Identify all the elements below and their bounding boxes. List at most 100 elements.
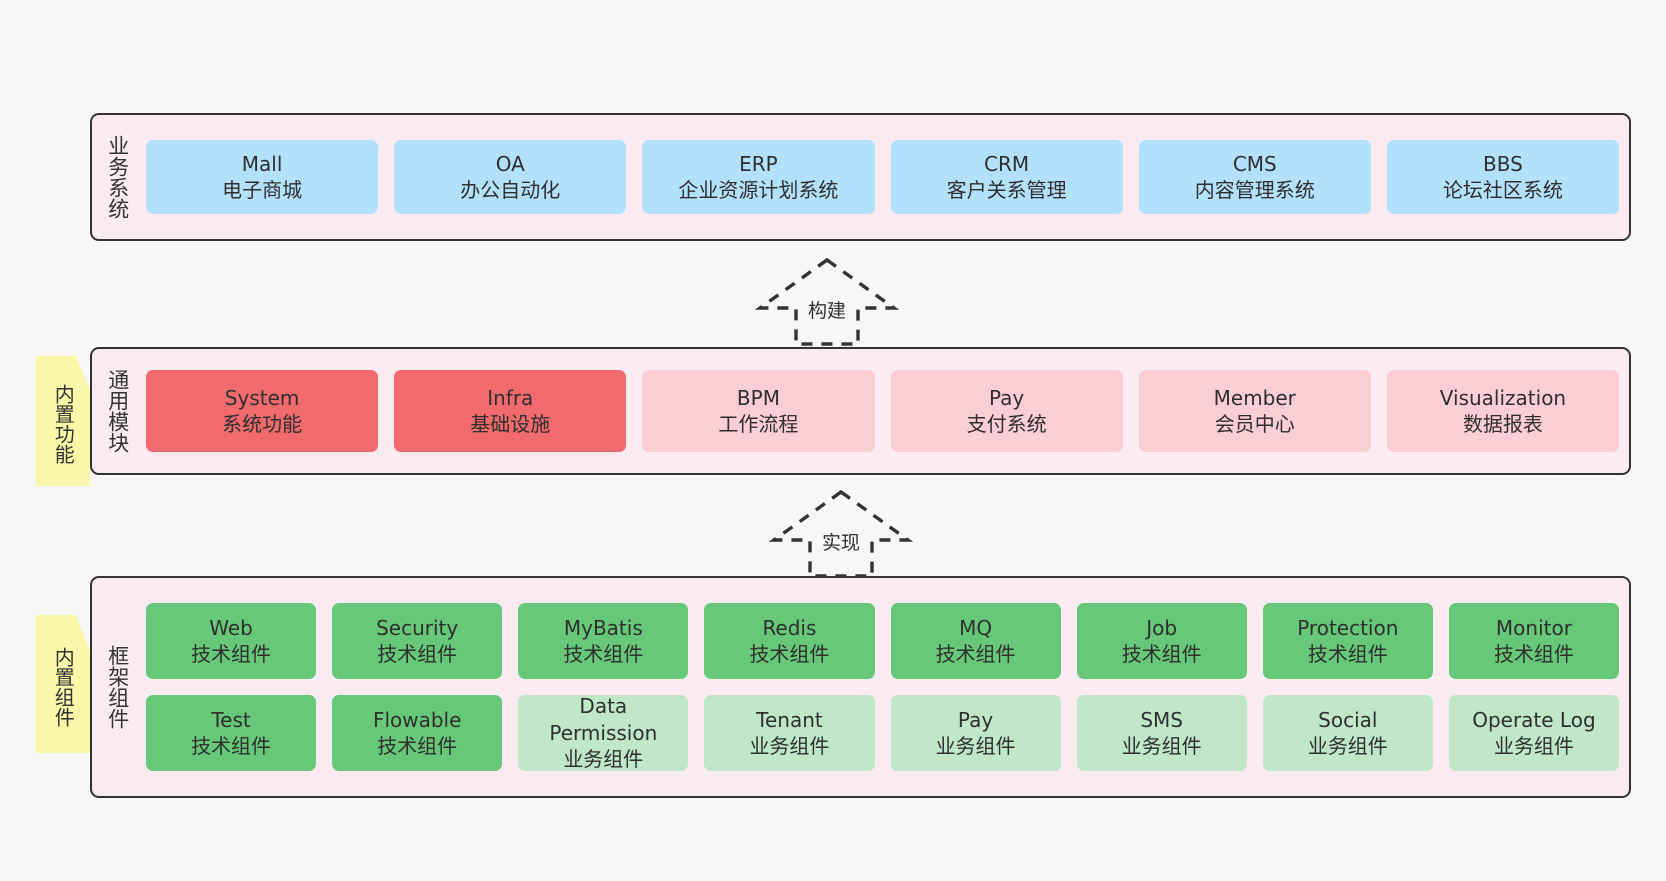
card-subtitle: 基础设施 bbox=[470, 412, 551, 436]
card-subtitle: 业务组件 bbox=[1493, 734, 1574, 758]
card-title: Monitor bbox=[1495, 615, 1572, 640]
layer-body-business-system: Mall 电子商城 OA 办公自动化 ERP 企业资源计划系统 CRM 客户关系… bbox=[142, 115, 1629, 239]
card-monitor[interactable]: Monitor 技术组件 bbox=[1448, 603, 1619, 679]
card-social[interactable]: Social 业务组件 bbox=[1262, 695, 1433, 771]
card-pay[interactable]: Pay 支付系统 bbox=[890, 370, 1123, 452]
card-cms[interactable]: CMS 内容管理系统 bbox=[1138, 140, 1371, 214]
card-title: Flowable bbox=[372, 707, 462, 732]
card-subtitle: 业务组件 bbox=[1307, 734, 1388, 758]
card-tenant[interactable]: Tenant 业务组件 bbox=[704, 695, 875, 771]
card-oa[interactable]: OA 办公自动化 bbox=[394, 140, 627, 214]
layer-body-framework-components: Web 技术组件 Security 技术组件 MyBatis 技术组件 Redi… bbox=[142, 578, 1629, 796]
card-web[interactable]: Web 技术组件 bbox=[146, 603, 317, 679]
card-security[interactable]: Security 技术组件 bbox=[332, 603, 503, 679]
card-data-permission[interactable]: Data Permission 业务组件 bbox=[518, 694, 689, 772]
connector-build: 构建 bbox=[754, 257, 900, 346]
card-visualization[interactable]: Visualization 数据报表 bbox=[1386, 370, 1620, 452]
connector-implement: 实现 bbox=[768, 489, 914, 578]
card-subtitle: 技术组件 bbox=[377, 642, 458, 666]
card-title: Data Permission bbox=[549, 694, 658, 745]
sticky-note-label: 内置功能 bbox=[51, 384, 76, 464]
card-subtitle: 支付系统 bbox=[966, 412, 1047, 436]
card-subtitle: 系统功能 bbox=[222, 412, 303, 436]
card-title: SMS bbox=[1140, 707, 1184, 732]
card-subtitle: 技术组件 bbox=[1121, 642, 1202, 666]
card-row: Mall 电子商城 OA 办公自动化 ERP 企业资源计划系统 CRM 客户关系… bbox=[146, 140, 1620, 214]
card-subtitle: 技术组件 bbox=[191, 734, 272, 758]
card-subtitle: 技术组件 bbox=[563, 642, 644, 666]
layer-business-system: 业务系统 Mall 电子商城 OA 办公自动化 ERP 企业资源计划系统 CRM… bbox=[90, 113, 1631, 241]
card-bbs[interactable]: BBS 论坛社区系统 bbox=[1386, 140, 1620, 214]
card-title: Security bbox=[376, 615, 459, 640]
card-title: CMS bbox=[1232, 151, 1277, 176]
card-title: Protection bbox=[1297, 615, 1399, 640]
sticky-note-label: 内置组件 bbox=[51, 647, 76, 727]
card-subtitle: 业务组件 bbox=[749, 734, 830, 758]
card-title: Operate Log bbox=[1472, 707, 1596, 732]
card-row: Web 技术组件 Security 技术组件 MyBatis 技术组件 Redi… bbox=[146, 603, 1619, 679]
card-title: Job bbox=[1146, 615, 1178, 640]
card-system[interactable]: System 系统功能 bbox=[146, 370, 379, 452]
card-subtitle: 技术组件 bbox=[1493, 642, 1574, 666]
card-mall[interactable]: Mall 电子商城 bbox=[146, 140, 379, 214]
card-title: BPM bbox=[736, 385, 780, 410]
card-protection[interactable]: Protection 技术组件 bbox=[1262, 603, 1433, 679]
card-crm[interactable]: CRM 客户关系管理 bbox=[890, 140, 1123, 214]
layer-title-common-modules: 通用模块 bbox=[105, 369, 130, 453]
card-subtitle: 技术组件 bbox=[191, 642, 272, 666]
card-title: Test bbox=[211, 707, 251, 732]
card-title: Social bbox=[1318, 707, 1378, 732]
card-title: Mall bbox=[241, 151, 283, 176]
card-subtitle: 内容管理系统 bbox=[1194, 178, 1315, 202]
card-subtitle: 办公自动化 bbox=[460, 178, 561, 202]
folded-corner-icon bbox=[76, 615, 90, 629]
card-subtitle: 业务组件 bbox=[563, 747, 644, 772]
card-title: Web bbox=[209, 615, 253, 640]
card-pay-business[interactable]: Pay 业务组件 bbox=[890, 695, 1061, 771]
sticky-note-builtin-function: 内置功能 bbox=[36, 356, 90, 486]
card-erp[interactable]: ERP 企业资源计划系统 bbox=[642, 140, 875, 214]
card-bpm[interactable]: BPM 工作流程 bbox=[642, 370, 875, 452]
folded-corner-icon bbox=[76, 356, 90, 370]
card-subtitle: 数据报表 bbox=[1462, 412, 1543, 436]
layer-framework-components: 框架组件 Web 技术组件 Security 技术组件 MyBatis 技术组件… bbox=[90, 576, 1631, 798]
card-subtitle: 论坛社区系统 bbox=[1442, 178, 1563, 202]
card-subtitle: 业务组件 bbox=[935, 734, 1016, 758]
card-flowable[interactable]: Flowable 技术组件 bbox=[332, 695, 503, 771]
card-operate-log[interactable]: Operate Log 业务组件 bbox=[1448, 695, 1619, 771]
card-test[interactable]: Test 技术组件 bbox=[146, 695, 317, 771]
card-mybatis[interactable]: MyBatis 技术组件 bbox=[518, 603, 689, 679]
card-title: System bbox=[224, 385, 300, 410]
card-title: Visualization bbox=[1439, 385, 1567, 410]
card-row: System 系统功能 Infra 基础设施 BPM 工作流程 Pay 支付系统… bbox=[146, 370, 1620, 452]
card-infra[interactable]: Infra 基础设施 bbox=[394, 370, 627, 452]
card-sms[interactable]: SMS 业务组件 bbox=[1076, 695, 1247, 771]
card-subtitle: 会员中心 bbox=[1214, 412, 1295, 436]
card-title: Member bbox=[1213, 385, 1296, 410]
sticky-note-builtin-component: 内置组件 bbox=[36, 615, 90, 753]
card-subtitle: 技术组件 bbox=[377, 734, 458, 758]
card-title: MQ bbox=[959, 615, 993, 640]
build-arrow-icon bbox=[754, 257, 900, 346]
card-title: Redis bbox=[762, 615, 817, 640]
layer-title-business-system: 业务系统 bbox=[105, 135, 130, 219]
card-subtitle: 技术组件 bbox=[749, 642, 830, 666]
card-subtitle: 企业资源计划系统 bbox=[678, 178, 839, 202]
card-title: BBS bbox=[1483, 151, 1523, 176]
card-subtitle: 客户关系管理 bbox=[946, 178, 1067, 202]
card-title: Pay bbox=[957, 707, 994, 732]
card-subtitle: 电子商城 bbox=[222, 178, 303, 202]
implement-arrow-icon bbox=[768, 489, 914, 578]
layer-title-framework-components: 框架组件 bbox=[105, 645, 130, 729]
card-mq[interactable]: MQ 技术组件 bbox=[890, 603, 1061, 679]
card-subtitle: 技术组件 bbox=[1307, 642, 1388, 666]
card-job[interactable]: Job 技术组件 bbox=[1076, 603, 1247, 679]
card-subtitle: 业务组件 bbox=[1121, 734, 1202, 758]
card-title: Tenant bbox=[756, 707, 823, 732]
card-title: CRM bbox=[984, 151, 1030, 176]
card-title: Pay bbox=[988, 385, 1025, 410]
card-subtitle: 工作流程 bbox=[718, 412, 799, 436]
card-member[interactable]: Member 会员中心 bbox=[1138, 370, 1371, 452]
card-subtitle: 技术组件 bbox=[935, 642, 1016, 666]
card-redis[interactable]: Redis 技术组件 bbox=[704, 603, 875, 679]
